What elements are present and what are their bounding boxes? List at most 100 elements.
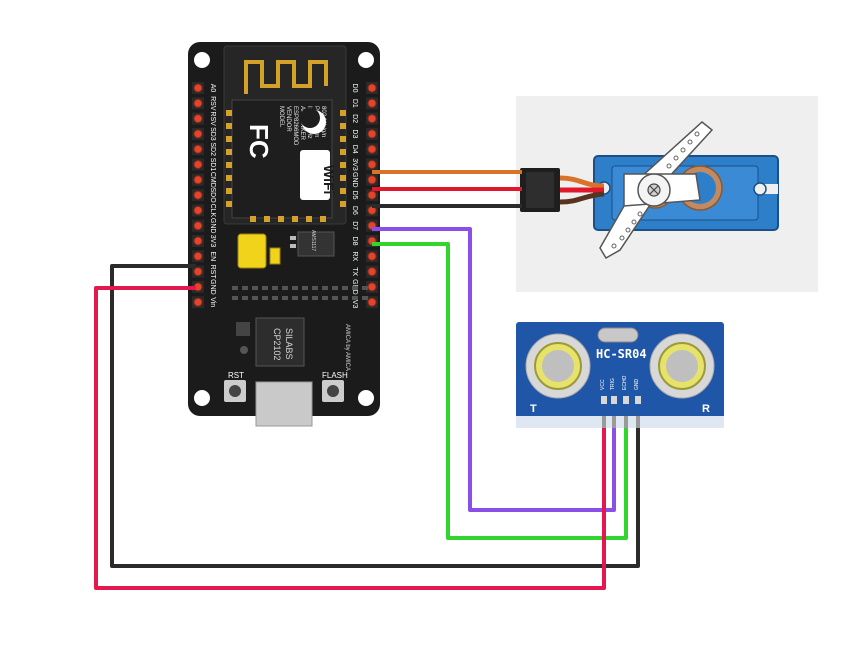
svg-text:AMS1117: AMS1117: [310, 230, 316, 251]
module-pad: [226, 188, 232, 194]
flash-label: FLASH: [322, 371, 348, 380]
right-pin-label: D7: [351, 221, 358, 230]
smd-pad: [312, 286, 318, 290]
nodemcu-board: FC MODELVENDORESP8266MODAI-THINKERISM 2.…: [188, 42, 380, 427]
module-pad: [340, 162, 346, 168]
cp2102-chip: [255, 317, 305, 367]
wire-gnd: [110, 264, 640, 568]
left-pin-hole: [193, 267, 203, 277]
right-pin-label: D3: [351, 129, 358, 138]
smd-pad: [302, 286, 308, 290]
left-pin-label: Vin: [209, 297, 216, 307]
wire-vcc: [94, 286, 606, 590]
wifi-label: WiFi: [321, 165, 337, 194]
smd-pad: [342, 296, 348, 300]
left-pin-label: CMD: [209, 172, 216, 188]
right-pin-hole: [367, 297, 377, 307]
smd-pad: [352, 286, 358, 290]
module-pad: [340, 175, 346, 181]
left-pin-hole: [193, 190, 203, 200]
right-pin-label: D4: [351, 145, 358, 154]
module-text-line: MODEL: [278, 106, 284, 128]
smd-pad-row: [232, 286, 368, 300]
sensor-title: HC-SR04: [596, 347, 647, 361]
sensor-r-label: R: [702, 403, 710, 415]
smd-pad: [292, 286, 298, 290]
left-pin-hole: [193, 144, 203, 154]
smd-pad: [362, 286, 368, 290]
smd-pad: [252, 286, 258, 290]
smd-pad: [252, 296, 258, 300]
left-pin-hole: [193, 297, 203, 307]
sensor-pin: [601, 396, 607, 404]
right-pin-hole: [367, 114, 377, 124]
left-pin-label: 3V3: [209, 235, 216, 248]
left-pin-hole: [193, 236, 203, 246]
sensor-pin-label: ECHO: [622, 375, 628, 390]
smd-pad: [332, 286, 338, 290]
sensor-pin-leg: [636, 416, 640, 430]
wifi-antenna: [244, 60, 328, 94]
smd-pad: [282, 296, 288, 300]
sensor-pin: [635, 396, 641, 404]
left-pin-label: RST: [209, 265, 216, 280]
module-pad: [278, 216, 284, 222]
module-pad: [226, 175, 232, 181]
right-pin-hole: [367, 144, 377, 154]
sensor-pin-label: GND: [634, 379, 640, 391]
sensor-pin-leg: [602, 416, 606, 430]
smd-pad: [262, 286, 268, 290]
left-pin-label: SD3: [209, 127, 216, 141]
crystal: [597, 327, 639, 343]
sensor-pin: [611, 396, 617, 404]
module-pad: [226, 136, 232, 142]
module-pad: [340, 149, 346, 155]
smd-pad: [232, 286, 238, 290]
smd-pad: [242, 296, 248, 300]
smd-pad: [272, 296, 278, 300]
right-pin-hole: [367, 160, 377, 169]
micro-usb-port: [255, 381, 313, 427]
smd-pad: [292, 296, 298, 300]
right-pin-label: D0: [351, 84, 358, 93]
module-pad: [320, 216, 326, 222]
right-pin-label: 3V3: [351, 158, 358, 171]
module-pad: [264, 216, 270, 222]
smd-pad: [312, 296, 318, 300]
left-pin-label: SD1: [209, 158, 216, 172]
rst-label: RST: [228, 371, 244, 380]
left-pin-label: RSV: [209, 111, 216, 126]
module-pad: [340, 136, 346, 142]
left-pin-label: A0: [209, 84, 216, 93]
wire-trig: [372, 227, 616, 512]
right-pin-label: D5: [351, 191, 358, 200]
right-pin-hole: [367, 98, 377, 108]
right-pin-hole: [367, 267, 377, 277]
left-pin-hole: [193, 160, 203, 169]
left-pin-label: GND: [209, 218, 216, 234]
right-pin-hole: [367, 129, 377, 139]
right-pin-hole: [367, 282, 377, 292]
module-pad: [226, 123, 232, 129]
smd-pad: [282, 286, 288, 290]
left-pin-label: EN: [209, 251, 216, 261]
sensor-pin-label: VCC: [600, 379, 606, 390]
svg-text:SILABS: SILABS: [284, 328, 294, 360]
module-pad: [292, 216, 298, 222]
module-pad: [226, 201, 232, 207]
wire-echo: [372, 242, 628, 540]
left-pin-label: CLK: [209, 204, 216, 218]
left-pin-header: A0RSVRSVSD3SD2SD1CMDSDOCLKGND3V3ENRSTGND…: [192, 82, 216, 309]
smd-pad: [302, 296, 308, 300]
right-pin-label: GND: [351, 172, 358, 188]
module-pad: [226, 110, 232, 116]
right-pin-label: RX: [351, 251, 358, 261]
sensor-pin: [623, 396, 629, 404]
module-pad: [340, 188, 346, 194]
right-pin-hole: [367, 251, 377, 261]
right-pin-hole: [367, 190, 377, 200]
smd-pad: [272, 286, 278, 290]
smd-pad: [362, 296, 368, 300]
